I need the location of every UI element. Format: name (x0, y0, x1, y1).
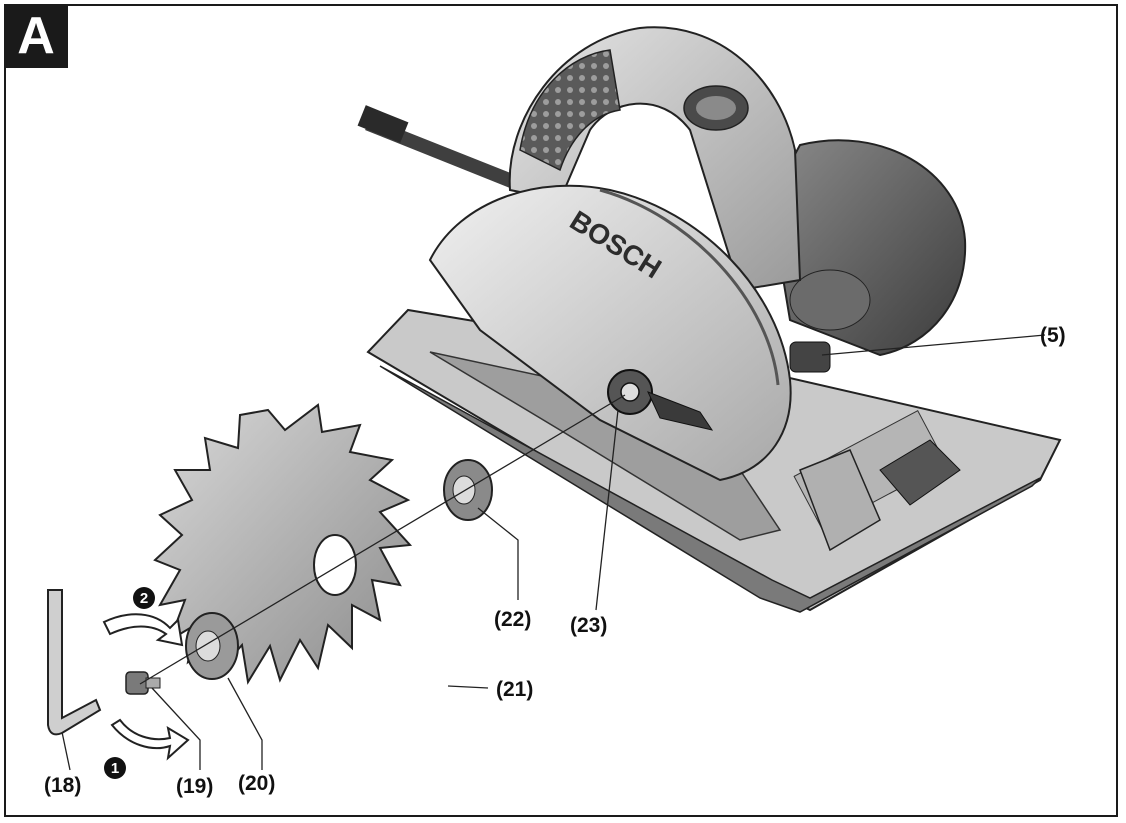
clamping-bolt (125, 671, 161, 695)
step-2-marker: 2 (133, 587, 155, 609)
hex-key (47, 589, 102, 736)
power-cord (357, 105, 518, 188)
inner-flange (443, 459, 493, 521)
callout-5: (5) (1040, 324, 1066, 347)
handle (508, 26, 802, 292)
loosen-arrow-icon (110, 718, 190, 761)
callout-21: (21) (496, 678, 534, 701)
tighten-arrow-icon (102, 613, 184, 647)
callout-18: (18) (44, 774, 82, 797)
callout-19: (19) (176, 775, 214, 798)
panel-label: A (4, 4, 68, 68)
bevel-bracket (799, 439, 961, 552)
figure-frame (4, 4, 1118, 817)
outer-flange (185, 612, 239, 680)
spindle (607, 369, 714, 431)
callout-23: (23) (570, 614, 608, 637)
callout-22: (22) (494, 608, 532, 631)
saw-blade (153, 403, 413, 685)
leader-lines (61, 334, 1046, 771)
step-1-marker: 1 (104, 757, 126, 779)
blade-guard: BOSCH (428, 184, 792, 482)
assembly-axis-line (139, 394, 626, 685)
depth-lever (789, 341, 831, 373)
callout-20: (20) (238, 772, 276, 795)
